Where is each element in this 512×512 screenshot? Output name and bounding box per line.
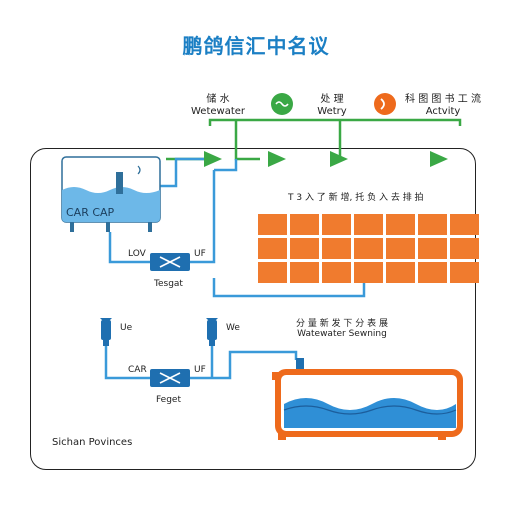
grid-cell	[418, 238, 447, 259]
grid-cell	[354, 238, 383, 259]
footer-label: Sichan Povinces	[52, 437, 133, 448]
grid-cell	[322, 262, 351, 283]
valve-top-caption: Tesgat	[154, 279, 183, 289]
pump-left-label: Ue	[120, 323, 133, 333]
treatment-tub	[272, 358, 463, 440]
pump-right	[206, 318, 218, 346]
grid-cell	[450, 238, 479, 259]
diagram-panel	[30, 148, 476, 470]
pump-left	[100, 318, 112, 346]
grid-cell	[386, 262, 415, 283]
grid-cell	[290, 238, 319, 259]
top-label-3-cn: 科 图 图 书 工 流	[405, 94, 481, 105]
top-label-1-en: Wetewater	[190, 106, 246, 117]
grid-cell	[258, 262, 287, 283]
orange-grid	[258, 214, 479, 283]
valve-top-right-label: UF	[194, 249, 206, 259]
top-label-2: 处 理 Wetry	[292, 94, 372, 118]
grid-cell	[450, 214, 479, 235]
grid-cell	[450, 262, 479, 283]
grid-cell	[258, 238, 287, 259]
top-label-1: 储 水 Wetewater	[178, 94, 258, 118]
pump-right-label: We	[226, 323, 240, 333]
tank-label: CAR CAP	[66, 206, 115, 219]
grid-cell	[386, 214, 415, 235]
top-icon-orange	[374, 93, 396, 115]
top-label-1-cn: 储 水	[206, 94, 230, 105]
top-icon-green	[271, 93, 293, 115]
top-label-3-en: Actvity	[425, 106, 461, 117]
green-flow-lines	[166, 118, 462, 161]
blue-pipes	[104, 157, 366, 380]
valve-top	[150, 253, 190, 271]
tub-title: 分 量 新 发 下 分 表 展 Watewater Sewning	[292, 316, 392, 339]
grid-cell	[418, 214, 447, 235]
valve-bottom-caption: Feget	[156, 395, 182, 405]
valve-bottom	[150, 369, 190, 387]
top-label-3: 科 图 图 书 工 流 Actvity	[398, 94, 488, 118]
grid-cell	[322, 238, 351, 259]
grid-cell	[290, 262, 319, 283]
valve-bottom-left-label: CAR	[128, 365, 147, 375]
valve-bottom-right-label: UF	[194, 365, 206, 375]
top-label-2-cn: 处 理	[320, 94, 344, 105]
green-arrowheads	[204, 151, 448, 167]
tub-title-en: Watewater Sewning	[297, 329, 387, 339]
grid-cell	[354, 214, 383, 235]
grid-cell	[322, 214, 351, 235]
water-tank	[61, 156, 161, 232]
grid-cell	[354, 262, 383, 283]
grid-cell	[386, 238, 415, 259]
grid-cell	[418, 262, 447, 283]
grid-title: T 3 入 了 新 增, 托 负 入 去 排 拍	[288, 193, 424, 203]
valve-top-left-label: LOV	[128, 249, 146, 259]
grid-cell	[290, 214, 319, 235]
tub-title-cn: 分 量 新 发 下 分 表 展	[295, 319, 389, 329]
diagram-title: 鹏鸽信汇中名议	[182, 34, 330, 58]
top-label-2-en: Wetry	[317, 106, 347, 117]
grid-cell	[258, 214, 287, 235]
